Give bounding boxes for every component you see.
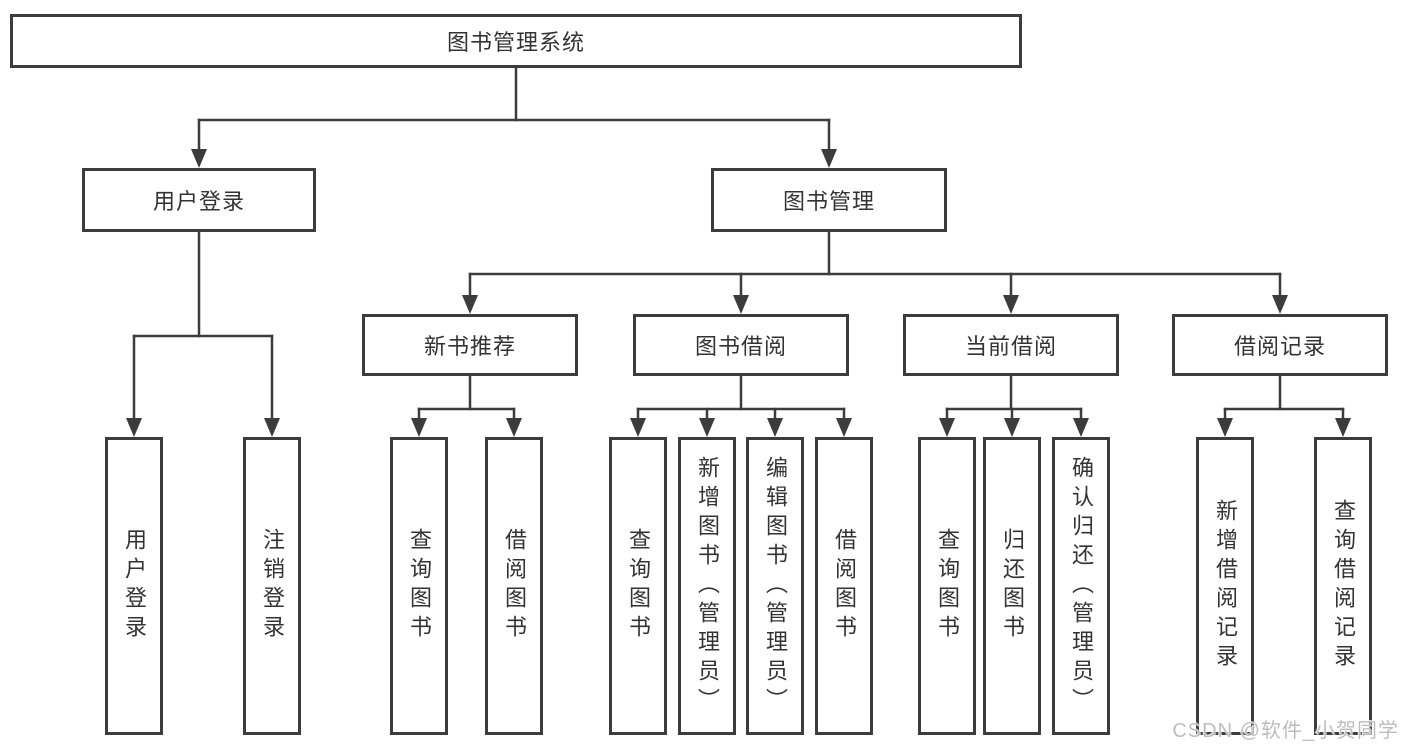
node-leaf-add-book-admin: 新增图书（管理员） [678,437,736,735]
node-borrow-records: 借阅记录 [1172,314,1388,376]
node-leaf-return-book: 归还图书 [983,437,1041,735]
node-leaf-query-borrow-record: 查询借阅记录 [1314,437,1372,735]
node-new-book-recommend: 新书推荐 [362,314,578,376]
csdn-watermark: CSDN @软件_小贺同学 [1172,720,1399,742]
node-leaf-add-borrow-record: 新增借阅记录 [1196,437,1254,735]
node-leaf-query-book-3: 查询图书 [918,437,976,735]
node-book-management: 图书管理 [711,168,947,232]
node-leaf-user-login: 用户登录 [105,437,163,735]
node-leaf-borrow-book-1: 借阅图书 [485,437,543,735]
node-current-borrow: 当前借阅 [903,314,1119,376]
node-leaf-borrow-book-2: 借阅图书 [815,437,873,735]
node-leaf-confirm-return-admin: 确认归还（管理员） [1052,437,1110,735]
node-leaf-edit-book-admin: 编辑图书（管理员） [746,437,804,735]
node-root: 图书管理系统 [10,14,1022,68]
node-user-login: 用户登录 [82,168,316,232]
node-leaf-query-book-1: 查询图书 [390,437,448,735]
node-leaf-logout: 注销登录 [243,437,301,735]
node-book-borrow: 图书借阅 [633,314,849,376]
node-leaf-query-book-2: 查询图书 [609,437,667,735]
